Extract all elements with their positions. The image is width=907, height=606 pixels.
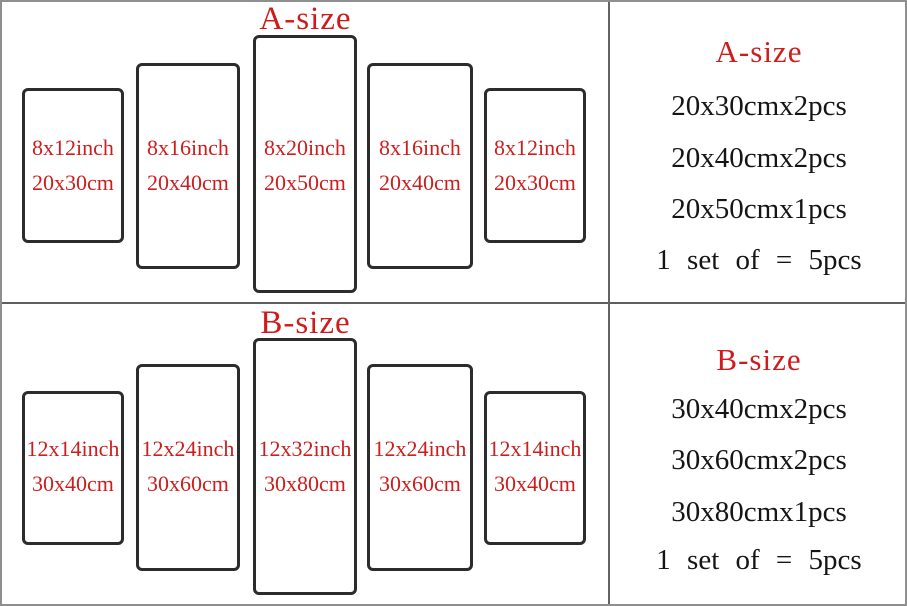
section-a-title: A-size	[259, 1, 352, 37]
panel-b5-rect	[484, 391, 586, 545]
panel-inch-size: 8x20inch	[264, 135, 346, 160]
panel-a3-label: 8x20inch 20x50cm	[253, 130, 357, 200]
panel-inch-size: 8x12inch	[494, 135, 576, 160]
summary-line: 20x30cmx2pcs	[671, 90, 847, 122]
panel-cm-size: 30x60cm	[147, 471, 229, 496]
summary-total: 1 set of = 5pcs	[656, 544, 862, 576]
panel-a4-rect	[367, 63, 473, 269]
panel-b2-rect	[136, 364, 240, 571]
panel-inch-size: 8x12inch	[32, 135, 114, 160]
panel-b5-label: 12x14inch 30x40cm	[484, 431, 586, 501]
panel-b4-label: 12x24inch 30x60cm	[367, 431, 473, 501]
panel-cm-size: 20x30cm	[32, 170, 114, 195]
panel-b3-label: 12x32inch 30x80cm	[253, 431, 357, 501]
panel-a2-label: 8x16inch 20x40cm	[136, 130, 240, 200]
panel-inch-size: 8x16inch	[147, 135, 229, 160]
panel-inch-size: 12x32inch	[258, 436, 352, 461]
panel-a2-rect	[136, 63, 240, 269]
summary-line: 30x80cmx1pcs	[671, 496, 847, 528]
panel-inch-size: 8x16inch	[379, 135, 461, 160]
panel-b3-rect	[253, 338, 357, 595]
panel-b2-label: 12x24inch 30x60cm	[136, 431, 240, 501]
panel-inch-size: 12x24inch	[141, 436, 235, 461]
panel-cm-size: 20x40cm	[379, 170, 461, 195]
panel-inch-size: 12x24inch	[373, 436, 467, 461]
section-b-title: B-size	[260, 305, 351, 341]
summary-total: 1 set of = 5pcs	[656, 244, 862, 276]
panel-cm-size: 20x40cm	[147, 170, 229, 195]
panel-a3-rect	[253, 35, 357, 293]
panel-b1-label: 12x14inch 30x40cm	[22, 431, 124, 501]
panel-cm-size: 20x30cm	[494, 170, 576, 195]
summary-a-title: A-size	[715, 34, 803, 69]
panel-cm-size: 30x60cm	[379, 471, 461, 496]
panel-inch-size: 12x14inch	[488, 436, 582, 461]
panel-a5-rect	[484, 88, 586, 243]
summary-line: 30x40cmx2pcs	[671, 393, 847, 425]
vertical-divider	[608, 2, 610, 604]
panel-a4-label: 8x16inch 20x40cm	[367, 130, 473, 200]
summary-line: 30x60cmx2pcs	[671, 444, 847, 476]
panel-a1-rect	[22, 88, 124, 243]
summary-b-block: B-size 30x40cmx2pcs 30x60cmx2pcs 30x80cm…	[609, 303, 905, 604]
panel-a5-label: 8x12inch 20x30cm	[484, 130, 586, 200]
panel-b1-rect	[22, 391, 124, 545]
panel-cm-size: 30x40cm	[494, 471, 576, 496]
summary-a-block: A-size 20x30cmx2pcs 20x40cmx2pcs 20x50cm…	[609, 2, 905, 303]
panel-a1-label: 8x12inch 20x30cm	[22, 130, 124, 200]
summary-line: 20x50cmx1pcs	[671, 193, 847, 225]
horizontal-divider	[2, 302, 905, 304]
panel-b4-rect	[367, 364, 473, 571]
summary-b-title: B-size	[716, 342, 802, 377]
panel-inch-size: 12x14inch	[26, 436, 120, 461]
panel-cm-size: 20x50cm	[264, 170, 346, 195]
panel-cm-size: 30x40cm	[32, 471, 114, 496]
panel-cm-size: 30x80cm	[264, 471, 346, 496]
summary-line: 20x40cmx2pcs	[671, 142, 847, 174]
